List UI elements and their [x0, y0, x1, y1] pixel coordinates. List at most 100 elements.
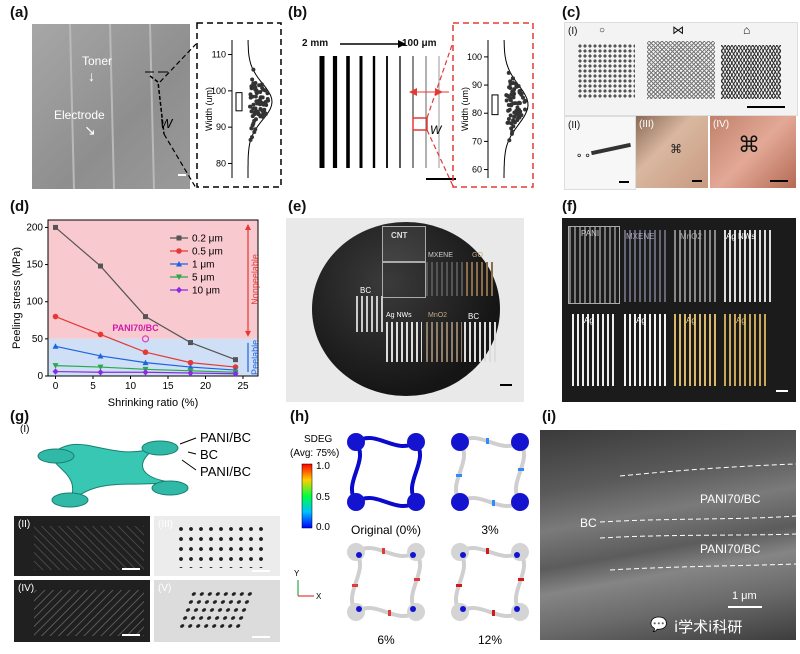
- ytick-label-a: 110: [212, 50, 226, 60]
- ytick-label-a: 90: [216, 122, 226, 132]
- panel-h-label: (h): [290, 408, 310, 425]
- sdeg-subtitle: (Avg: 75%): [290, 448, 339, 459]
- sub-label-g4: (IV): [18, 583, 35, 594]
- annotation-marker: [141, 335, 150, 343]
- dist-point-a: [249, 126, 254, 131]
- x-tick-label: 15: [162, 381, 174, 392]
- printed-line: [346, 56, 350, 168]
- strain-hotspot-s12: [492, 610, 495, 616]
- scale-bar-c1: [747, 106, 785, 108]
- g3-mesh: [176, 524, 266, 568]
- ytick-label-a: 100: [211, 86, 226, 96]
- strain-hotspot-s3: [492, 500, 495, 506]
- strain-hotspot-s3: [456, 474, 462, 477]
- ytick-label-b: 100: [467, 52, 482, 62]
- legend-marker-4: [176, 286, 182, 294]
- strain-hotspot-s12: [486, 548, 489, 554]
- electrode-lines: [69, 24, 186, 189]
- dist-point-a: [253, 80, 258, 85]
- dist-point-b: [519, 92, 524, 97]
- node-strain-s12: [514, 606, 520, 612]
- wafer-tile-bc2: BC: [464, 312, 496, 362]
- ytick-label-b: 60: [472, 165, 482, 175]
- layer-boundaries: [599, 463, 796, 608]
- y-tick-label: 100: [26, 297, 43, 308]
- sub-label-c1: (I): [568, 26, 578, 37]
- panel-e-label: (e): [288, 198, 307, 215]
- printed-line: [399, 56, 401, 168]
- data-point-0: [233, 357, 238, 363]
- legend-marker-2: [176, 261, 182, 267]
- dist-point-a: [253, 117, 258, 122]
- f-tag-mno2: MnO2: [680, 232, 702, 241]
- data-point-4: [97, 369, 104, 376]
- data-point-3: [52, 363, 59, 369]
- strain-hotspot-s6: [352, 584, 358, 587]
- scale-bar-f: [776, 390, 788, 392]
- data-point-1: [97, 331, 104, 338]
- dist-point-b: [506, 70, 511, 75]
- f-tile-pani: PANI: [568, 226, 620, 304]
- box-a: [235, 92, 243, 112]
- f-tile-ag1: Ag: [572, 314, 616, 386]
- scale-bar-c2: [619, 181, 629, 183]
- legend-label-2: 1 μm: [192, 260, 214, 271]
- panel-a-label: (a): [10, 4, 29, 21]
- ytick-label-b: 70: [472, 136, 482, 146]
- f-tile-ag3: Ag: [674, 314, 718, 386]
- layered-structure-diagram: (I) PANI/BC BC PANI/BC: [20, 424, 251, 508]
- colorbar: [301, 463, 313, 529]
- data-point-1: [187, 359, 194, 366]
- data-point-2: [142, 359, 149, 366]
- strain-hotspot-s3: [486, 438, 489, 444]
- data-point-4: [187, 369, 194, 377]
- mini-mesh-c3: ⌘: [670, 142, 682, 156]
- dist-point-b: [508, 113, 513, 118]
- y-tick-label: 200: [26, 222, 43, 233]
- data-point-1: [142, 349, 149, 356]
- w-label-b: W: [430, 123, 443, 137]
- x-tick-label: 10: [125, 381, 137, 392]
- dist-point-b: [514, 84, 519, 89]
- electrode-arrow-icon: ↘: [84, 122, 96, 138]
- scale-bar-g5: [252, 636, 270, 638]
- data-point-2: [97, 352, 104, 359]
- data-point-4: [232, 370, 239, 377]
- dist-point-a: [258, 90, 263, 95]
- f-tag-ag1: Ag: [584, 316, 594, 325]
- dist-point-a: [249, 86, 254, 91]
- y-tick-label: 0: [37, 371, 43, 382]
- scale-bar-g2: [122, 568, 140, 570]
- scale-bar-g3: [252, 570, 270, 572]
- tag-mno2: MnO2: [428, 312, 448, 319]
- node-strain-s12: [460, 606, 466, 612]
- x-tick-label: 20: [200, 381, 212, 392]
- legend-label-4: 10 μm: [192, 286, 220, 297]
- g5-photo: (V): [154, 580, 280, 642]
- node-pad-s6: [347, 603, 365, 621]
- dist-point-b: [512, 120, 517, 125]
- panel-b-label: (b): [288, 4, 308, 21]
- dist-point-a: [258, 99, 263, 104]
- data-point-3: [97, 364, 104, 371]
- wafer-photo: CNT MXENE GO BC Ag NWs MnO2 BC: [286, 218, 524, 402]
- g4-photo: (IV): [14, 580, 150, 642]
- dist-point-b: [511, 95, 516, 100]
- nonpeelable-arrowhead-top: [245, 224, 251, 230]
- sdeg-title: SDEG: [304, 434, 333, 445]
- dist-point-b: [508, 79, 513, 84]
- legend-label-1: 0.5 μm: [192, 247, 223, 258]
- node-pad-s6: [407, 603, 425, 621]
- f-tag-pani: PANI: [581, 229, 600, 238]
- state-label-0: Original (0%): [351, 523, 421, 537]
- data-point-0: [98, 263, 103, 269]
- dist-point-a: [248, 104, 253, 109]
- x-tick-label: 25: [237, 381, 249, 392]
- wafer-tile-bc: BC: [356, 286, 384, 332]
- node-pad-s12: [451, 603, 469, 621]
- node-pad-s3: [511, 493, 529, 511]
- dist-point-b: [508, 85, 513, 90]
- mini-mesh-c4: ⌘: [738, 132, 760, 157]
- ytick-label-b: 90: [472, 80, 482, 90]
- printed-line: [386, 56, 388, 168]
